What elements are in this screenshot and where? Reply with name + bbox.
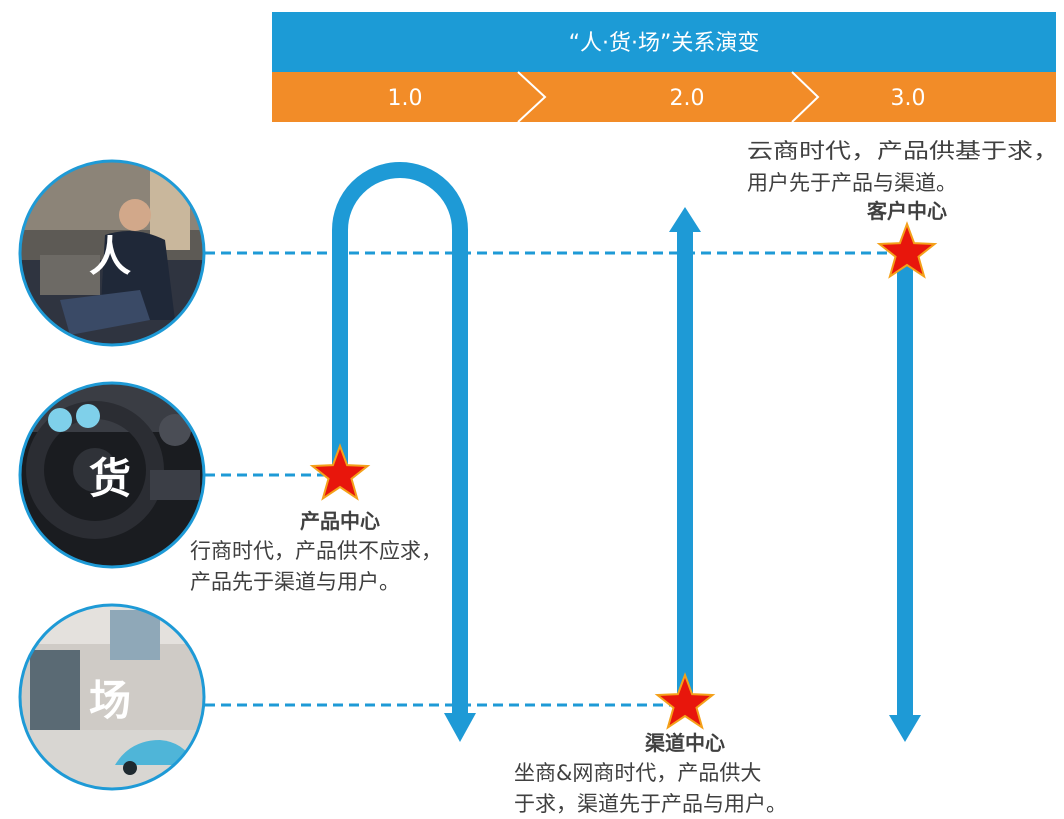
stage-desc-product-line2: 产品先于渠道与用户。: [190, 570, 400, 594]
header-title: “人·货·场”关系演变: [569, 31, 760, 56]
star-icon-customer: [876, 221, 938, 279]
star-icon-product: [309, 443, 371, 501]
circle-place: 场: [18, 603, 206, 791]
stage-title-customer: 客户中心: [866, 199, 947, 223]
stage-desc-customer-line2: 用户先于产品与渠道。: [747, 171, 957, 195]
arrow-head-down-3: [889, 715, 921, 742]
arrow-head-down-1: [444, 713, 476, 742]
circle-people: 人: [18, 159, 206, 347]
arrow-stage-1: [332, 162, 476, 742]
stage-channel-text: 渠道中心 坐商&网商时代，产品供大 于求，渠道先于产品与用户。: [514, 731, 787, 816]
stage-title-product: 产品中心: [300, 509, 380, 533]
step-label-3: 3.0: [891, 86, 926, 111]
stage-title-channel: 渠道中心: [645, 731, 725, 755]
u-turn-arrow-shaft: [332, 162, 468, 715]
circle-label-place: 场: [89, 676, 131, 725]
circle-goods: 货: [18, 381, 206, 569]
step-chevron-2: [791, 71, 820, 123]
arrow-stage-2: [669, 207, 701, 695]
arrow-head-up: [669, 207, 701, 232]
person-on-sofa-photo: [20, 161, 204, 345]
circle-border-people: [18, 159, 206, 347]
arrow-stage-3: [889, 260, 921, 742]
stage-desc-product-line1: 行商时代，产品供不应求，: [190, 539, 442, 563]
stage-desc-customer-line1: 云商时代，产品供基于求，: [747, 139, 1059, 163]
header-title-bar: [272, 12, 1056, 72]
step-label-1: 1.0: [388, 86, 423, 111]
step-label-2: 2.0: [670, 86, 705, 111]
circle-border-place: [18, 603, 206, 791]
step-bar: [272, 72, 1056, 122]
star-icon-channel: [654, 672, 716, 730]
stage-product-text: 产品中心 行商时代，产品供不应求， 产品先于渠道与用户。: [190, 509, 442, 594]
step-chevron-1: [517, 71, 547, 123]
stage-desc-channel-line1: 坐商&网商时代，产品供大: [514, 761, 761, 785]
car-steering-wheel-photo: [20, 383, 204, 567]
circle-label-people: 人: [89, 232, 131, 281]
header-banner: “人·货·场”关系演变 1.0 2.0 3.0: [272, 12, 1056, 124]
circle-label-goods: 货: [89, 454, 131, 503]
circle-border-goods: [18, 381, 206, 569]
stage-desc-channel-line2: 于求，渠道先于产品与用户。: [514, 792, 787, 816]
stage-customer-text: 云商时代，产品供基于求， 用户先于产品与渠道。 客户中心: [747, 139, 1059, 223]
